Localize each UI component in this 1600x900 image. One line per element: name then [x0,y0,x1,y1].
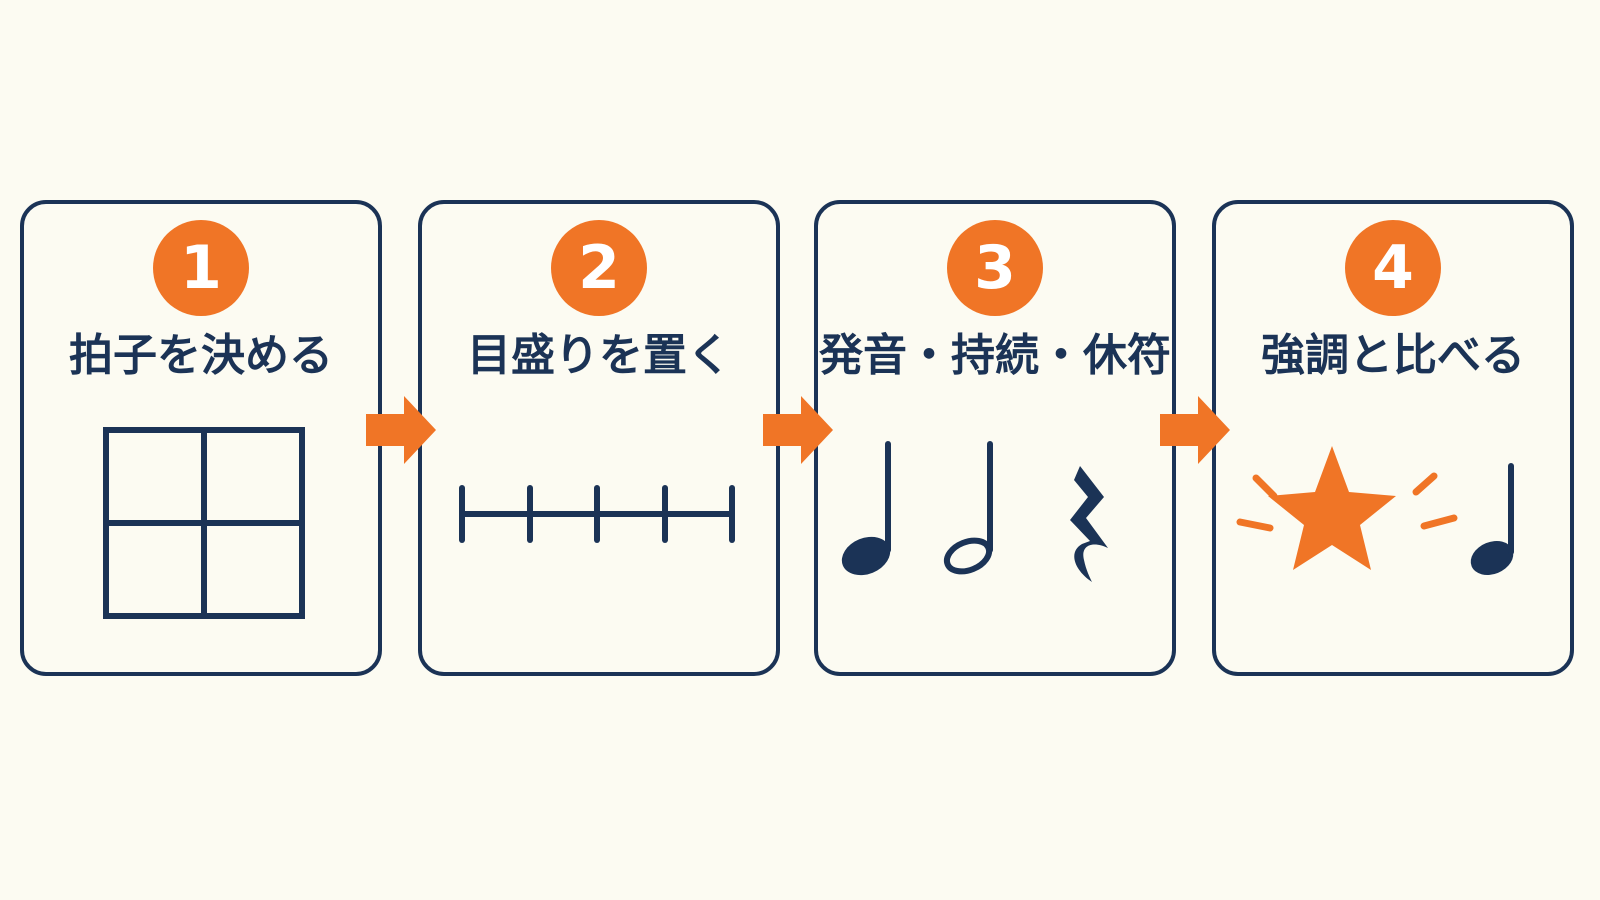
notes-illustration [841,441,1108,582]
step-card-2: 2 目盛りを置く [418,200,780,676]
step-title: 発音・持続・休符 [819,330,1171,381]
step-card-3: 3 発音・持続・休符 [814,200,1176,676]
step-number-badge: 3 [947,220,1043,316]
step-number-badge: 4 [1345,220,1441,316]
four-cell-grid-icon [103,427,305,619]
step-number-badge: 2 [551,220,647,316]
step-title: 目盛りを置く [467,330,731,381]
quarter-rest-icon [1070,466,1108,582]
step-card-4: 4 強調と比べる [1212,200,1574,676]
emphasis-illustration [1236,446,1514,575]
step-card-1: 1 拍子を決める [20,200,382,676]
quarter-note-icon [1470,463,1514,575]
step-title: 拍子を決める [69,330,333,381]
quarter-note-icon [841,441,891,576]
arrow-right-icon [763,396,833,464]
half-note-icon [943,441,993,575]
step-title: 強調と比べる [1261,330,1525,381]
arrow-right-icon [1160,396,1230,464]
star-icon [1268,446,1396,570]
step-number-badge: 1 [153,220,249,316]
arrow-right-icon [366,396,436,464]
burst-lines-icon [1236,472,1458,532]
tick-ruler-icon [459,485,735,543]
